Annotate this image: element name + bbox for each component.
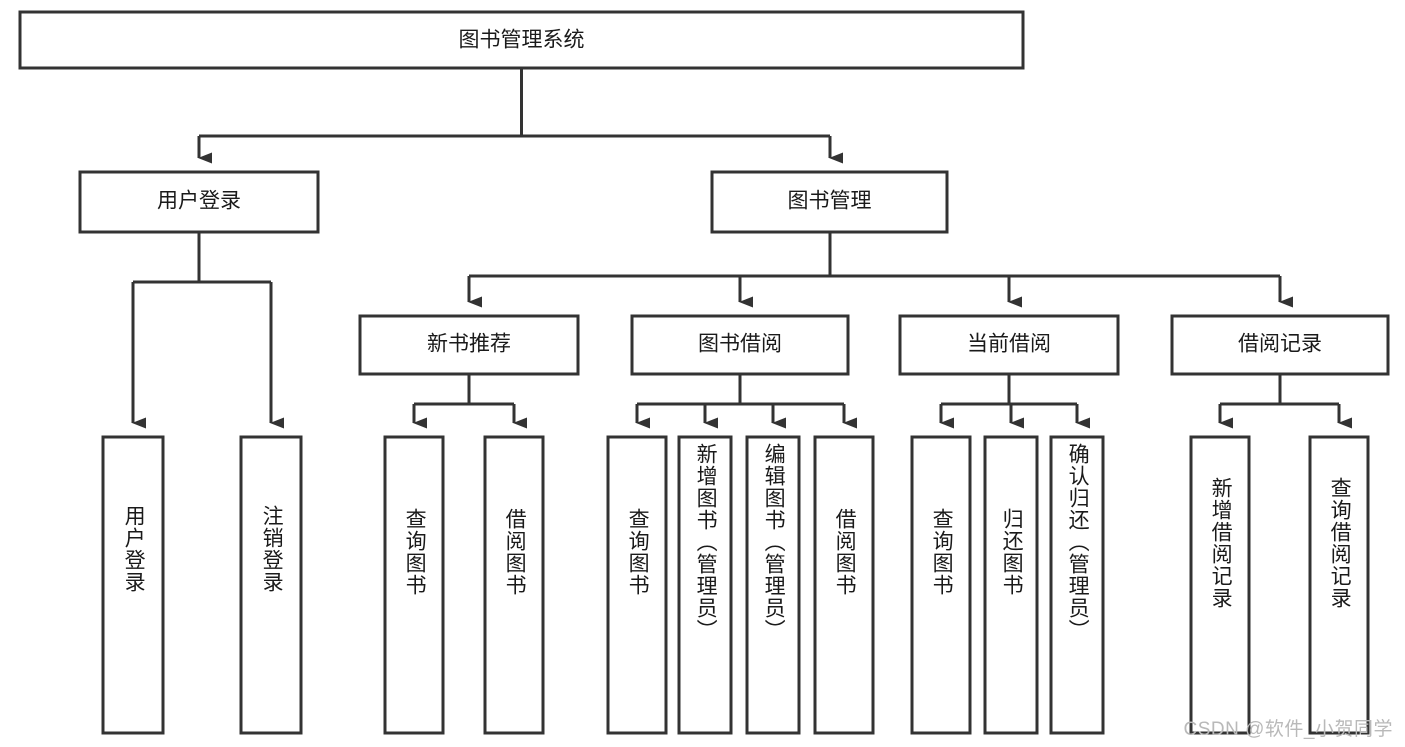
node-leaf-query-book-bb[interactable] [606, 435, 668, 735]
node-leaf-query-book-nbr[interactable] [383, 435, 445, 735]
node-borrow-record[interactable] [1170, 314, 1390, 376]
node-leaf-borrow-book-nbr[interactable] [483, 435, 545, 735]
node-user-login-label: 用户登录 [157, 190, 241, 213]
node-current-borrow[interactable] [898, 314, 1120, 376]
node-root[interactable] [18, 10, 1025, 70]
edge-layer [131, 68, 1352, 429]
node-book-manage-label: 图书管理 [788, 190, 872, 213]
node-book-borrow-label: 图书借阅 [698, 333, 782, 356]
node-book-manage[interactable] [710, 170, 949, 234]
node-user-login[interactable] [78, 170, 320, 234]
node-borrow-record-label: 借阅记录 [1238, 333, 1322, 356]
csdn-watermark: CSDN @软件_小贺同学 [1183, 719, 1393, 740]
node-leaf-borrow-book-bb[interactable] [813, 435, 875, 735]
node-root-label: 图书管理系统 [459, 29, 585, 52]
node-leaf-query-record[interactable] [1308, 435, 1370, 735]
node-leaf-query-book-cb[interactable] [910, 435, 972, 735]
node-new-book-recommend-label: 新书推荐 [427, 333, 511, 356]
node-book-borrow[interactable] [630, 314, 850, 376]
node-layer: 图书管理系统 用户登录 图书管理 新书推荐 图书借阅 当前借阅 借阅记录 [18, 10, 1390, 735]
node-leaf-add-record[interactable] [1189, 435, 1251, 735]
node-new-book-recommend[interactable] [358, 314, 580, 376]
node-current-borrow-label: 当前借阅 [967, 333, 1051, 356]
node-leaf-add-book[interactable] [677, 435, 733, 735]
node-leaf-edit-book[interactable] [745, 435, 801, 735]
node-leaf-return-book[interactable] [983, 435, 1039, 735]
node-leaf-confirm-return[interactable] [1049, 435, 1105, 735]
node-leaf-user-login[interactable] [101, 435, 165, 735]
node-leaf-logout[interactable] [239, 435, 303, 735]
